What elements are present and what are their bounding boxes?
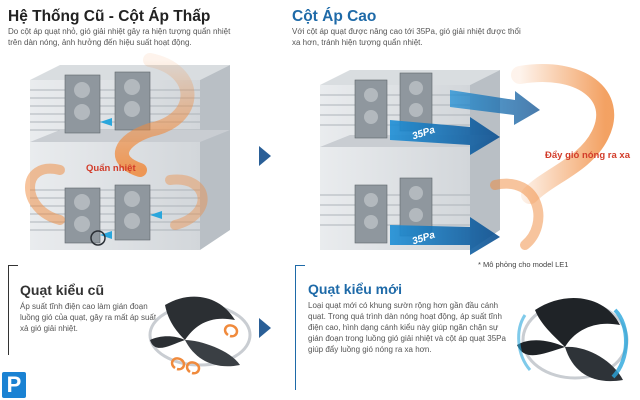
heat-recirculation-label: Quẩn nhiệt <box>86 163 136 174</box>
left-description: Do cột áp quạt nhỏ, gió giải nhiệt gây r… <box>8 27 231 47</box>
new-fan-title: Quạt kiểu mới <box>308 281 402 297</box>
right-description: Với cột áp quạt được nâng cao tới 35Pa, … <box>292 27 521 47</box>
old-fan-illustration <box>148 296 252 375</box>
new-fan-description: Loại quạt mới có khung sườn rộng hơn gần… <box>308 301 506 354</box>
push-heat-label: Đẩy gió nóng ra xa <box>545 150 630 161</box>
new-building-illustration <box>320 64 615 255</box>
arrow-right-icon <box>259 318 271 338</box>
old-fan-description: Áp suất tĩnh điện cao làm gián đoạn luồn… <box>20 302 157 333</box>
left-title: Hệ Thống Cũ - Cột Áp Thấp <box>8 8 211 25</box>
arrow-right-icon <box>259 146 271 166</box>
old-fan-title: Quạt kiểu cũ <box>20 282 105 298</box>
right-title: Cột Áp Cao <box>292 8 377 25</box>
old-fan-callout-line <box>8 265 18 355</box>
model-note: * Mô phỏng cho model LE1 <box>478 260 569 269</box>
logo-icon: P <box>2 372 26 398</box>
new-fan-callout-line <box>295 265 305 390</box>
new-fan-illustration <box>517 298 629 382</box>
old-building-illustration <box>25 53 230 250</box>
